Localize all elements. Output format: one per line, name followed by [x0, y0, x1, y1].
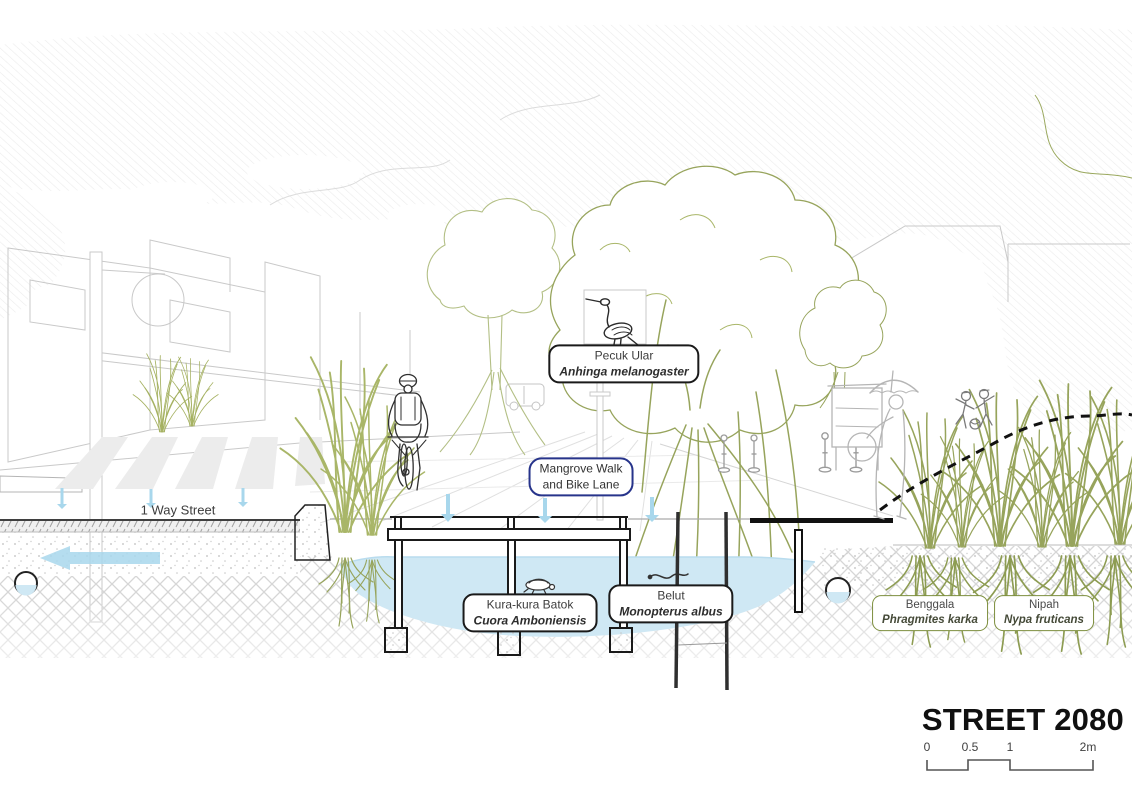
species-latin-name: Nypa fruticans — [1004, 614, 1084, 626]
mangrove-walk-label: Mangrove Walk and Bike Lane — [528, 457, 634, 497]
species-label-pecuk-ular: Pecuk Ular Anhinga melanogaster — [548, 344, 700, 384]
infiltration-arrows — [40, 488, 659, 570]
species-common-name: Benggala — [905, 599, 955, 612]
species-label-benggala: Benggala Phragmites karka — [872, 595, 988, 631]
turtle-icon — [523, 578, 556, 595]
species-label-kura-kura: Kura-kura Batok Cuora Amboniensis — [462, 593, 598, 633]
species-common-name: Nipah — [1028, 599, 1060, 612]
species-latin-name: Phragmites karka — [882, 614, 978, 626]
species-common-name: Belut — [657, 588, 685, 603]
scale-tick-0-5: 0.5 — [961, 740, 979, 754]
curb-block — [294, 504, 331, 561]
darter-bird-icon — [585, 298, 644, 351]
scale-bar-graphic — [926, 759, 1094, 771]
scale-tick-2m: 2m — [1079, 740, 1097, 754]
car-sketch — [505, 383, 545, 411]
scale-tick-0: 0 — [923, 740, 931, 754]
drain-pipe-left — [14, 571, 38, 596]
species-latin-name: Anhinga melanogaster — [559, 364, 689, 378]
street-direction-label: 1 Way Street — [140, 502, 216, 518]
species-common-name: Pecuk Ular — [594, 348, 654, 363]
cyclist-figure — [387, 373, 429, 491]
children-figures — [955, 388, 995, 430]
species-common-name: Kura-kura Batok — [486, 597, 574, 612]
label-line-1: Mangrove Walk — [539, 461, 623, 476]
berm-dashed-line — [879, 412, 1132, 512]
species-label-nipah: Nipah Nypa fruticans — [994, 595, 1094, 631]
page-title: STREET 2080 — [921, 702, 1124, 737]
sky-hatch-texture — [0, 24, 1132, 434]
small-tree-left — [426, 198, 561, 456]
boardwalk-structure — [384, 516, 633, 656]
drain-pipe-right — [825, 577, 851, 604]
label-line-2: and Bike Lane — [542, 477, 620, 491]
right-walkway-edge — [750, 518, 893, 613]
species-latin-name: Cuora Amboniensis — [473, 613, 587, 627]
crosswalk — [55, 437, 325, 489]
species-label-belut: Belut Monopterus albus — [608, 584, 734, 624]
species-latin-name: Monopterus albus — [619, 604, 723, 618]
small-tree-right — [799, 279, 887, 431]
vendor-cart-figure — [827, 370, 919, 520]
mangrove-tree — [548, 165, 860, 609]
eel-icon — [647, 573, 689, 580]
scale-bar: 0 0.5 1 2m — [920, 740, 1120, 780]
scale-tick-1: 1 — [1006, 740, 1014, 754]
